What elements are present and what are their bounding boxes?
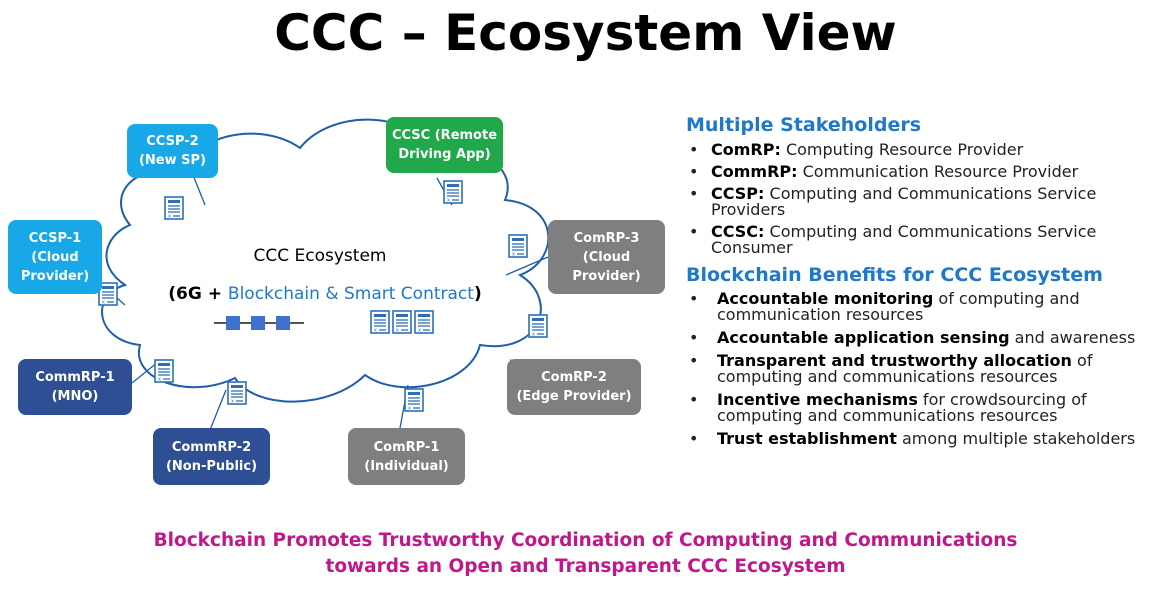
ecosystem-subtitle-highlight: Blockchain & Smart Contract <box>227 284 474 304</box>
node-label: (New SP) <box>138 153 206 168</box>
stakeholders-list: ComRP: Computing Resource Provider CommR… <box>686 142 1171 256</box>
node-label: ComRP-2 <box>541 370 607 385</box>
contract-doc-icon <box>404 388 424 412</box>
list-item: Incentive mechanisms for crowdsourcing o… <box>686 392 1171 424</box>
list-item: Transparent and trustworthy allocation o… <box>686 353 1171 385</box>
blockchain-chain-icon <box>214 316 304 330</box>
node-label: ComRP-3 <box>573 230 640 246</box>
ecosystem-cloud <box>101 118 550 403</box>
info-panel: Multiple Stakeholders ComRP: Computing R… <box>686 112 1171 454</box>
node-label: (Individual) <box>364 458 449 474</box>
contract-doc-icon <box>370 310 390 334</box>
contract-doc-icon <box>227 381 247 405</box>
list-item-desc: of computing and communication resources <box>717 289 1080 324</box>
node-label: CommRP-2 <box>171 439 252 455</box>
list-item-desc: Communication Resource Provider <box>797 162 1079 181</box>
footer-line-2: towards an Open and Transparent CCC Ecos… <box>325 556 846 577</box>
benefits-heading: Blockchain Benefits for CCC Ecosystem <box>686 264 1103 286</box>
contract-doc-icon <box>392 310 412 334</box>
footer-line-1: Blockchain Promotes Trustworthy Coordina… <box>153 530 1018 551</box>
list-item-desc: for crowdsourcing of computing and commu… <box>717 390 1087 425</box>
node-comrp-2: ComRP-2 (Edge Provider) <box>507 359 641 415</box>
list-item: CCSC: Computing and Communications Servi… <box>686 224 1171 256</box>
node-label: (Edge Provider) <box>516 389 632 404</box>
node-comrp-1: ComRP-1 (Individual) <box>348 428 465 485</box>
node-label: CCSP-2 <box>146 134 199 149</box>
node-commrp-2: CommRP-2 (Non-Public) <box>153 428 270 485</box>
list-item-term: Incentive mechanisms <box>717 390 918 409</box>
list-item-desc: Computing Resource Provider <box>780 140 1024 159</box>
list-item-desc: of computing and communications resource… <box>717 351 1093 386</box>
list-item: CCSP: Computing and Communications Servi… <box>686 186 1171 218</box>
node-label: CommRP-1 <box>35 370 115 385</box>
node-label: (Non-Public) <box>165 458 258 474</box>
node-label: (MNO) <box>51 389 99 404</box>
list-item-term: Transparent and trustworthy allocation <box>717 351 1072 370</box>
node-label: (Cloud <box>582 249 631 265</box>
list-item: CommRP: Communication Resource Provider <box>686 162 1171 181</box>
footer-caption: Blockchain Promotes Trustworthy Coordina… <box>0 528 1171 580</box>
node-commrp-1: CommRP-1 (MNO) <box>18 359 132 415</box>
list-item: Accountable monitoring of computing and … <box>686 291 1171 323</box>
ecosystem-subtitle-close: ) <box>473 284 482 304</box>
node-label: Driving App) <box>398 147 491 162</box>
list-item-term: ComRP: <box>711 140 781 159</box>
list-item: Accountable application sensing and awar… <box>686 328 1171 347</box>
contract-doc-icon <box>528 314 548 338</box>
list-item-desc: Computing and Communications Service Pro… <box>711 184 1097 219</box>
node-label: ComRP-1 <box>373 439 440 455</box>
list-item: Trust establishment among multiple stake… <box>686 429 1171 448</box>
list-item-term: CCSP: <box>711 184 765 203</box>
stakeholders-heading: Multiple Stakeholders <box>686 114 922 136</box>
list-item-term: CCSC: <box>711 222 765 241</box>
list-item-desc: and awareness <box>1009 328 1136 347</box>
list-item: ComRP: Computing Resource Provider <box>686 140 1171 159</box>
list-item-desc: Computing and Communications Service Con… <box>711 222 1097 257</box>
ecosystem-subtitle-open: (6G + <box>168 284 228 304</box>
node-ccsp-2: CCSP-2 (New SP) <box>127 124 218 178</box>
contract-doc-icon <box>443 180 463 204</box>
list-item-desc: among multiple stakeholders <box>896 429 1136 448</box>
node-label: Provider) <box>20 268 90 284</box>
contract-doc-icon <box>508 234 528 258</box>
node-label: (Cloud <box>31 249 79 265</box>
ecosystem-subtitle: (6G + Blockchain & Smart Contract) <box>140 284 510 304</box>
contract-doc-icon <box>164 196 184 220</box>
node-label: Provider) <box>572 268 641 284</box>
contract-doc-icon <box>154 359 174 383</box>
node-label: CCSP-1 <box>28 230 82 246</box>
page-title: CCC – Ecosystem View <box>274 4 897 62</box>
node-label: CCSC (Remote <box>391 128 498 143</box>
list-item-term: Accountable application sensing <box>717 328 1010 347</box>
list-item-term: CommRP: <box>711 162 798 181</box>
ecosystem-diagram: x <box>98 118 566 431</box>
benefits-list: Accountable monitoring of computing and … <box>686 291 1171 448</box>
list-item-term: Accountable monitoring <box>717 289 934 308</box>
list-item-term: Trust establishment <box>717 429 897 448</box>
ecosystem-title: CCC Ecosystem <box>253 246 387 266</box>
contract-doc-icon <box>414 310 434 334</box>
